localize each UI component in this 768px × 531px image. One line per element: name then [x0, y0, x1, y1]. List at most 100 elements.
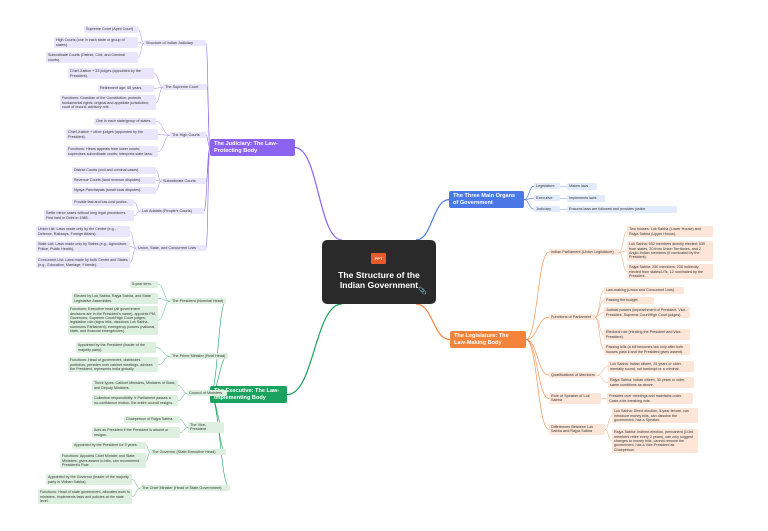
leaf-vp-2: Acts as President if the President is ab… — [92, 427, 180, 439]
executive-cm[interactable]: The Chief Minister (Head of State Govern… — [140, 485, 230, 492]
topic-legislature[interactable]: The Legislature: The Law-Making Body — [450, 331, 526, 349]
link-legislature-speaker — [525, 339, 550, 399]
leaf-council-2: Collective responsibility: If Parliament… — [92, 395, 178, 407]
leaf-high-1: One in each state/group of states. — [94, 118, 156, 125]
organ-executive[interactable]: Executive — [534, 195, 560, 202]
link-leaf-council-2 — [177, 393, 188, 401]
link-leaf-parliament-3 — [618, 252, 628, 272]
link-topic-legislature — [415, 303, 451, 341]
executive-vp[interactable]: The Vice-President — [188, 422, 224, 433]
central-topic[interactable]: PPT The Structure of the Indian Governme… — [322, 240, 436, 304]
link-leaf-functions-4 — [594, 317, 605, 335]
link-leaf-lok-2 — [133, 211, 141, 216]
judiciary-lok-adalats[interactable]: Lok Adalats (People's Courts) — [140, 208, 204, 215]
link-leaf-high-3 — [157, 135, 171, 152]
link-judiciary-high-courts — [205, 134, 211, 148]
leaf-council-1: Three types: Cabinet Ministers, Minister… — [92, 380, 178, 392]
link-leaf-supreme-1 — [153, 73, 164, 88]
link-leaf-structure-1 — [137, 29, 145, 44]
executive-president[interactable]: The President (Nominal Head) — [170, 298, 226, 305]
link-leaf-functions-3 — [594, 312, 605, 318]
link-leaf-president-2 — [157, 298, 171, 302]
executive-council[interactable]: Council of Ministers — [187, 390, 227, 397]
link-leaf-high-1 — [155, 121, 171, 136]
link-leaf-vp-1 — [179, 419, 189, 428]
leaf-parliament-1: Two houses: Lok Sabha (Lower House) and … — [627, 226, 713, 238]
leaf-subordinate-2: Revenue Courts (land revenue disputes). — [72, 177, 156, 184]
legislature-speaker[interactable]: Role of Speaker of Lok Sabha — [549, 393, 601, 404]
link-leaf-functions-5 — [594, 317, 605, 350]
link-leaf-subordinate-3 — [155, 181, 162, 191]
topic-three-organs[interactable]: The Three Main Organs of Government — [449, 191, 524, 209]
leaf-president-3: Functions: Executive head (all governmen… — [68, 306, 158, 335]
legislature-qualifications[interactable]: Qualifications of Members — [549, 372, 597, 379]
leaf-cm-1: Appointed by the Governor (leader of the… — [46, 474, 132, 486]
link-topic-judiciary — [294, 146, 343, 241]
leaf-union-3: Concurrent List: Laws made by both Centr… — [36, 257, 130, 269]
leaf-lok-2: Settle minor cases without long legal pr… — [44, 210, 134, 222]
leaf-pm-1: Appointed by the President (leader of th… — [76, 342, 156, 354]
legislature-functions[interactable]: Functions of Parliament — [549, 314, 595, 321]
link-leaf-pm-2 — [157, 356, 171, 365]
leaf-structure-3: Subordinate Courts (District, Civil, and… — [46, 52, 138, 64]
central-topic-title: The Structure of the Indian Government — [338, 270, 420, 291]
leaf-high-2: Chief Justice + other judges (appointed … — [66, 129, 158, 141]
leaf-functions-2: Passing the budget. — [604, 297, 654, 304]
leaf-structure-1: Supreme Court (Apex Court) — [84, 26, 138, 33]
link-topic-three-organs — [415, 198, 450, 241]
topic-judiciary[interactable]: The Judiciary: The Law-Protecting Body — [210, 139, 295, 157]
leaf-supreme-2: Retirement age: 65 years. — [98, 85, 154, 92]
link-leaf-vp-2 — [179, 427, 189, 433]
leaf-functions-1: Law-making (Union and Concurrent Lists). — [604, 287, 684, 294]
link-leaf-union-3 — [129, 248, 137, 263]
link-leaf-functions-2 — [594, 300, 605, 318]
organ-legislature[interactable]: Legislature — [534, 183, 560, 190]
judiciary-lists[interactable]: Union, State, and Concurrent Lists — [136, 245, 206, 252]
judiciary-supreme-court[interactable]: The Supreme Court — [163, 84, 207, 91]
link-leaf-parliament-1 — [618, 231, 628, 253]
organ-judiciary[interactable]: Judiciary — [534, 206, 560, 213]
link-topic-executive — [286, 303, 343, 396]
link-judiciary-lok-adalats — [203, 147, 211, 212]
leaf-subordinate-3: Nyaya Panchayats (small local disputes). — [72, 187, 156, 194]
leaf-parliament-2: Lok Sabha: 552 members directly elected;… — [627, 241, 713, 261]
leaf-union-2: State List: Laws made only by States (e.… — [36, 241, 130, 253]
judiciary-subordinate-courts[interactable]: Subordinate Courts — [161, 178, 206, 185]
leaf-supreme-3: Functions: Guardian of the Constitution;… — [60, 95, 156, 111]
leaf-supreme-1: Chief Justice + 33 judges (appointed by … — [68, 68, 154, 80]
link-leaf-governor-1 — [145, 445, 151, 453]
attachment-icon: 📎 — [418, 288, 427, 295]
leaf-pm-2: Functions: Head of government, distribut… — [68, 357, 158, 373]
leaf-functions-4: Electoral role (electing the President a… — [604, 329, 690, 341]
leaf-qualifications-2: Rajya Sabha: Indian citizen, 30 years or… — [608, 377, 694, 389]
link-legislature-differences — [525, 339, 550, 430]
link-leaf-cm-2 — [131, 488, 141, 497]
judiciary-structure[interactable]: Structure of Indian Judiciary — [144, 40, 206, 47]
legislature-differences[interactable]: Differences Between Lok Sabha and Rajya … — [549, 424, 605, 435]
legislature-parliament[interactable]: Indian Parliament (Union Legislature) — [549, 249, 619, 256]
leaf-structure-2: High Courts (one in each state or group … — [54, 37, 138, 49]
leaf-functions-3: Judicial powers (impeachment of Presiden… — [604, 307, 690, 319]
link-legislature-parliament — [525, 251, 550, 340]
link-leaf-qualifications-1 — [596, 366, 609, 376]
link-legislature-functions — [525, 316, 550, 340]
executive-governor[interactable]: The Governor (State Executive Head) — [150, 449, 226, 456]
link-executive-cm — [209, 394, 231, 489]
executive-pm[interactable]: The Prime Minister (Real Head) — [170, 353, 228, 360]
link-leaf-union-1 — [129, 231, 137, 249]
link-organ-judiciary — [523, 199, 535, 210]
leaf-differences-2: Rajya Sabha: Indirect election, permanen… — [612, 429, 698, 454]
leaf-president-1: 5-year term. — [130, 281, 158, 288]
link-leaf-differences-1 — [604, 415, 613, 430]
link-leaf-functions-1 — [594, 290, 605, 318]
topic-executive[interactable]: The Executive: The Law-Implementing Body — [210, 386, 287, 404]
presentation-icon: PPT — [371, 253, 386, 264]
leaf-governor-2: Functions: Appoints Chief Minister and S… — [60, 453, 146, 469]
link-organ-legislature — [523, 185, 535, 200]
link-leaf-parliament-2 — [618, 250, 628, 253]
link-leaf-governor-2 — [145, 452, 151, 461]
leaf-functions-5: Passing bills (a bill becomes law only a… — [604, 344, 690, 356]
organ-judiciary-desc: Ensures laws are followed and provides j… — [567, 206, 677, 213]
leaf-union-1: Union List: Laws made only by the Centre… — [36, 226, 130, 238]
judiciary-high-courts[interactable]: The High Courts — [170, 132, 206, 139]
